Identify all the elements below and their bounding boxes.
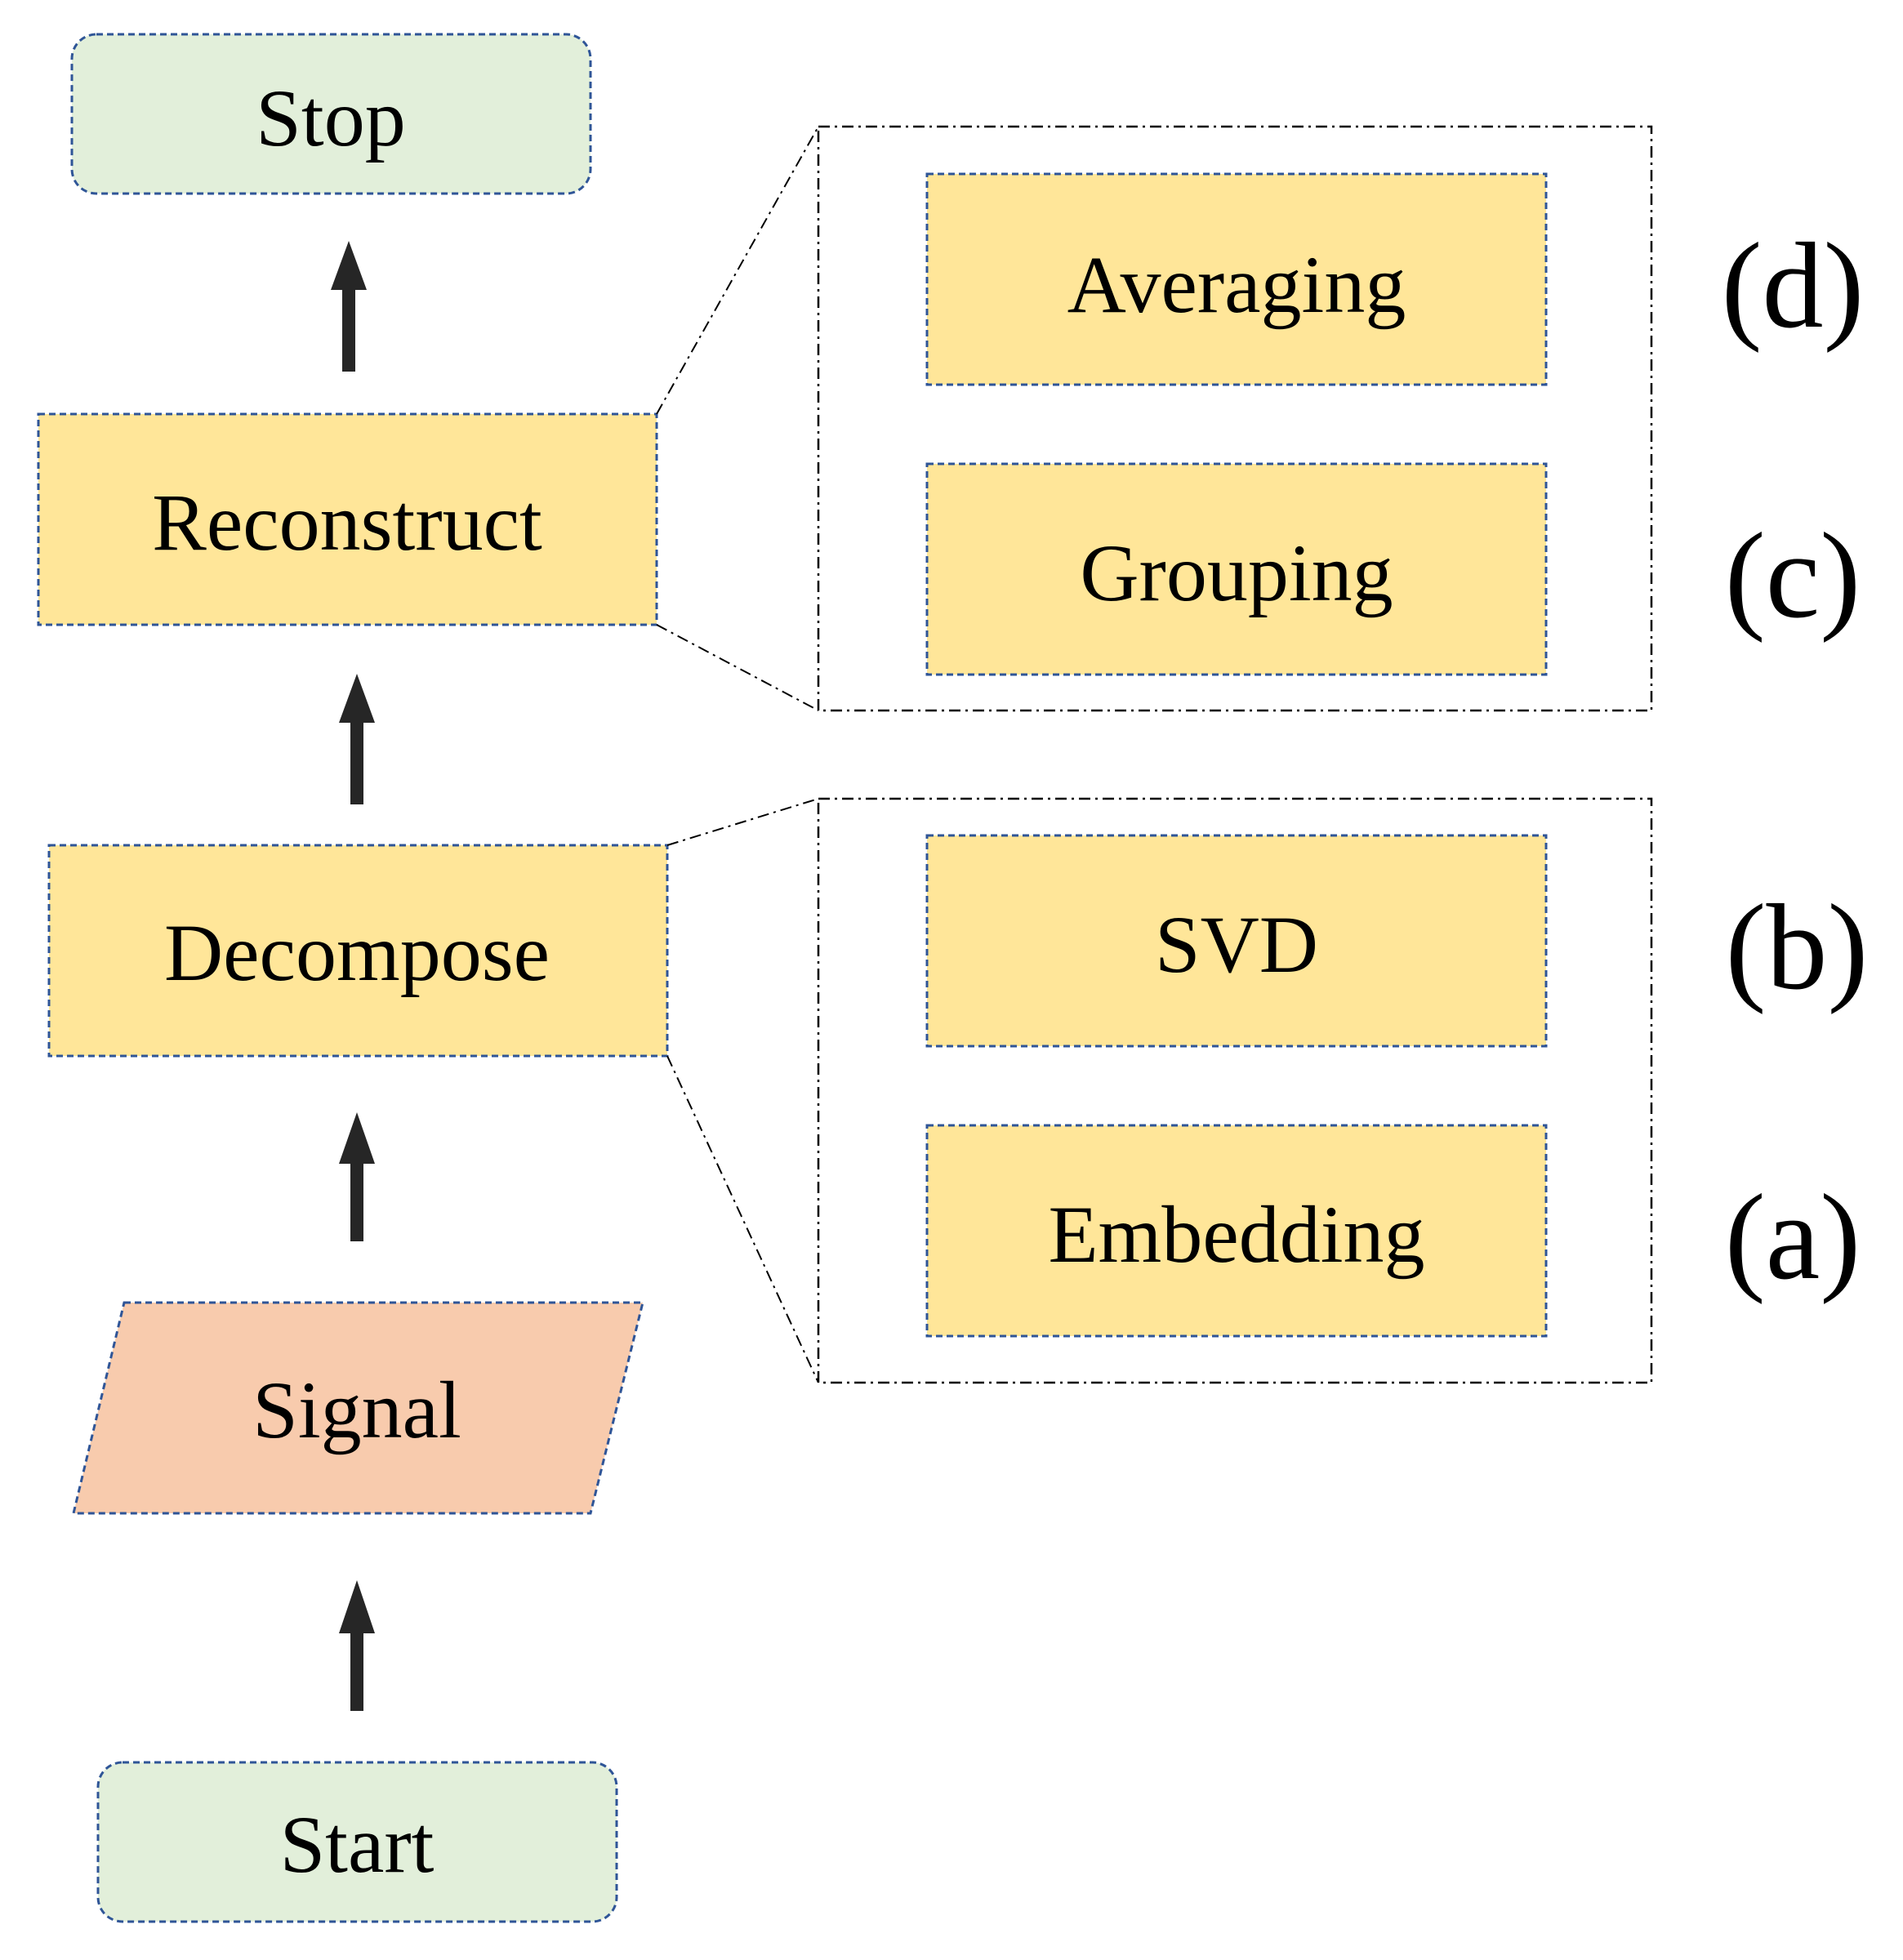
stop-label: Stop [256, 73, 405, 163]
averaging-step: Averaging [925, 172, 1548, 386]
decompose-node: Decompose [47, 844, 669, 1058]
label-c: (c) [1725, 508, 1861, 644]
decompose-detail-group: SVD Embedding [817, 797, 1653, 1384]
grouping-step: Grouping [925, 462, 1548, 676]
signal-label: Signal [252, 1365, 461, 1455]
reconstruct-detail-group: Averaging Grouping [817, 125, 1653, 712]
averaging-label: Averaging [1067, 239, 1406, 330]
reconstruct-label: Reconstruct [152, 477, 542, 568]
embedding-label: Embedding [1048, 1189, 1424, 1280]
grouping-label: Grouping [1080, 528, 1393, 618]
reconstruct-node: Reconstruct [37, 412, 658, 626]
stop-node: Stop [70, 33, 592, 195]
label-d: (d) [1722, 218, 1865, 354]
reconstruct-zoom-lines [656, 126, 819, 711]
label-b: (b) [1726, 880, 1869, 1015]
decompose-zoom-lines [666, 798, 819, 1383]
decompose-label: Decompose [164, 907, 550, 998]
label-a: (a) [1725, 1169, 1861, 1305]
embedding-step: Embedding [925, 1124, 1548, 1338]
signal-node: Signal [72, 1301, 644, 1515]
start-node: Start [96, 1761, 618, 1923]
arrow-decompose-to-reconstruct [339, 674, 375, 804]
start-label: Start [280, 1799, 435, 1890]
arrow-start-to-signal [339, 1580, 375, 1711]
svd-label: SVD [1155, 899, 1318, 990]
arrow-reconstruct-to-stop [331, 241, 367, 372]
svd-step: SVD [925, 834, 1548, 1048]
arrow-signal-to-decompose [339, 1112, 375, 1241]
